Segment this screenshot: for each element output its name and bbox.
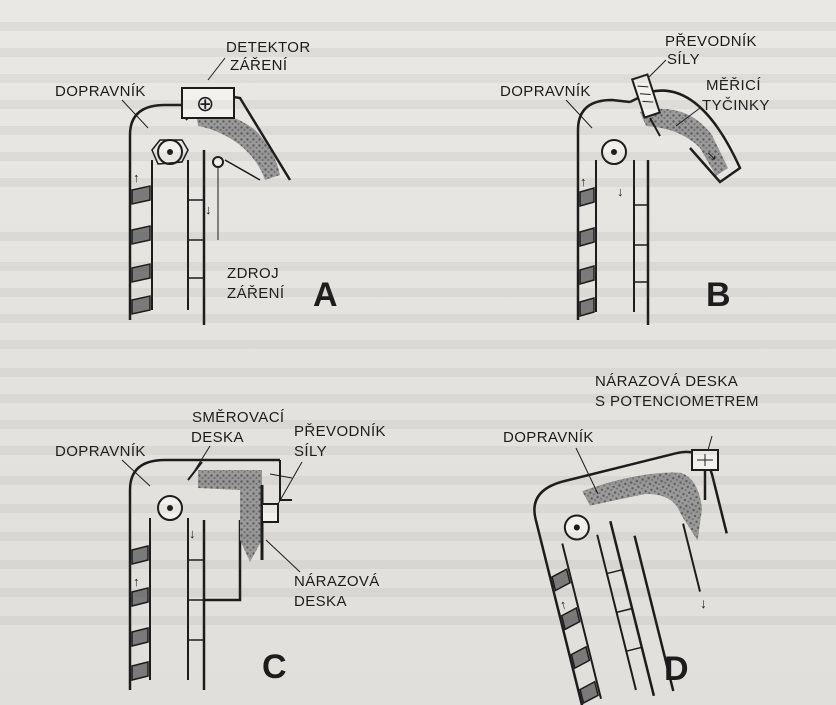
panel-a-material-stream <box>196 112 280 180</box>
svg-text:↑: ↑ <box>558 596 568 612</box>
panel-d-conveyor-label: DOPRAVNÍK <box>503 429 594 446</box>
panel-c-letter: C <box>262 648 287 686</box>
panel-d-letter: D <box>664 650 689 688</box>
panel-b-conveyor-label: DOPRAVNÍK <box>500 83 591 100</box>
panel-a-conveyor-label: DOPRAVNÍK <box>55 83 146 100</box>
panel-b-material-stream <box>640 109 728 176</box>
svg-text:↑: ↑ <box>133 574 140 589</box>
panel-c-deflector-label-2: DESKA <box>191 429 244 446</box>
svg-text:↓: ↓ <box>700 595 707 611</box>
svg-text:↓: ↓ <box>205 202 212 217</box>
panel-a-detector-label-2: ZÁŘENÍ <box>230 57 288 74</box>
